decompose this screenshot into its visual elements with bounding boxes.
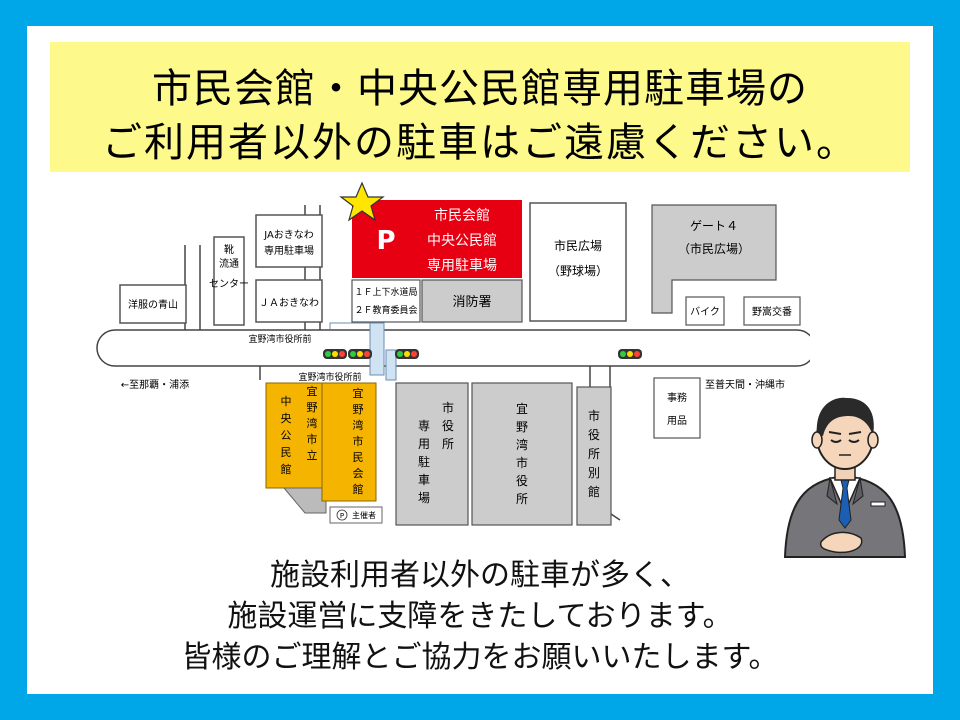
office-supplies-label-2: 用品: [667, 415, 687, 427]
city-hall-front-label-upper: 宜野湾市役所前: [248, 333, 311, 345]
ja-okinawa-label: ＪＡおきなわ: [259, 297, 319, 309]
civic-hall-char: 会: [353, 467, 364, 480]
civic-hall-parking: P 市民会館 中央公民館 専用駐車場: [352, 200, 522, 278]
cityhall-parking-char: 用: [418, 437, 430, 451]
koban-label: 野嵩交番: [752, 305, 792, 318]
city-hall-char: 野: [516, 420, 528, 434]
annex-char: 役: [588, 427, 600, 442]
cityhall-parking-char: 所: [442, 437, 454, 451]
title-line-1: 市民会館・中央公民館専用駐車場の: [152, 66, 808, 112]
ginowan-city-char: 市: [307, 432, 318, 446]
cityhall-parking-char: 車: [418, 473, 430, 487]
city-hall: 宜 野 湾 市 役 所: [471, 382, 573, 526]
civic-hall-char: 館: [353, 482, 364, 496]
traffic-light-icon: [323, 349, 347, 359]
organizer-p-icon: P: [340, 512, 344, 520]
parking-label-1: 市民会館: [434, 207, 490, 224]
cityhall-parking-char: 専: [418, 419, 430, 433]
bike-label: バイク: [690, 306, 720, 318]
notice-line-1: 施設利用者以外の駐車が多く、: [270, 558, 690, 593]
ja-okinawa-parking: JAおきなわ 専用駐車場: [255, 214, 323, 268]
city-hall-char: 宜: [516, 401, 528, 416]
bowing-staff-illustration: [775, 392, 915, 566]
yofuku-aoyama: 洋服の青山: [119, 284, 187, 324]
gate4-label-1: ゲート４: [690, 219, 738, 233]
ginowan-city-char: 宜: [307, 384, 318, 398]
central-hall-char: 中: [281, 395, 292, 408]
fire-station-label: 消防署: [452, 294, 491, 310]
education-board-label: ２Ｆ教育委員会: [354, 304, 417, 316]
ginowan-city-char: 野: [307, 401, 318, 414]
bike-parking: バイク: [685, 296, 725, 326]
title-banner: 市民会館・中央公民館専用駐車場の ご利用者以外の駐車はご遠慮ください。: [50, 42, 910, 172]
parking-map: JAおきなわ 専用駐車場 靴 流通 センター ＪＡおきなわ 洋服の青山 P 市民…: [90, 175, 816, 554]
central-hall-char: 館: [281, 462, 292, 476]
city-hall-front-label-lower: 宜野湾市役所前: [298, 371, 361, 383]
central-hall-char: 公: [281, 429, 292, 442]
parking-p-symbol: P: [376, 226, 395, 256]
location-star-icon: [339, 181, 385, 222]
cityhall-parking-char: 駐: [418, 454, 430, 469]
central-hall-char: 央: [281, 412, 292, 425]
water-bureau-building: １Ｆ上下水道局 ２Ｆ教育委員会: [351, 279, 421, 323]
central-community-hall: 中 央 公 民 館 宜 野 湾 市 立: [265, 382, 323, 489]
city-hall-char: 市: [516, 455, 528, 470]
title-line-2: ご利用者以外の駐車はご遠慮ください。: [102, 120, 858, 166]
traffic-light-icon: [395, 349, 419, 359]
notice-text: 施設利用者以外の駐車が多く、 施設運営に支障をきたしております。 皆様のご理解と…: [50, 555, 910, 678]
annex-char: 館: [588, 484, 600, 499]
water-bureau-label: １Ｆ上下水道局: [354, 286, 417, 298]
notice-line-3: 皆様のご理解とご協力をお願いいたします。: [181, 640, 779, 675]
distribution-center: 靴 流通 センター: [209, 236, 249, 326]
civic-hall-char: 民: [353, 451, 364, 464]
parking-label-2: 中央公民館: [427, 232, 497, 249]
notice-line-2: 施設運営に支障をきたしております。: [227, 599, 733, 634]
ja-parking-label-1: JAおきなわ: [263, 229, 314, 241]
cityhall-parking-char: 市: [442, 400, 454, 415]
civic-hall: 宜 野 湾 市 民 会 館: [321, 382, 377, 502]
pedestrian-bridge: [329, 322, 397, 381]
city-hall-annex: 市 役 所 別 館: [576, 386, 612, 526]
ginowan-city-char: 湾: [307, 416, 318, 430]
to-naha-label: ←至那覇・浦添: [121, 378, 189, 391]
traffic-light-icon: [618, 349, 642, 359]
walkway: [282, 487, 327, 514]
parking-label-3: 専用駐車場: [427, 257, 497, 274]
to-futenma-label: 至普天間・沖縄市: [705, 378, 785, 391]
city-hall-parking: 市 役 所 専 用 駐 車 場: [395, 382, 469, 526]
city-hall-char: 所: [516, 492, 528, 506]
civic-hall-char: 野: [353, 403, 364, 416]
gate-4: ゲート４ （市民広場）: [651, 204, 777, 314]
aoyama-label: 洋服の青山: [128, 298, 178, 311]
nodake-koban: 野嵩交番: [743, 296, 801, 326]
office-supplies-store: 事務 用品: [653, 377, 701, 439]
organizer-parking: P 主催者: [329, 506, 383, 524]
city-hall-char: 役: [516, 473, 528, 488]
city-hall-char: 湾: [516, 437, 528, 452]
distribution-label-1: 流通: [219, 257, 239, 270]
citizen-plaza: 市民広場 （野球場）: [529, 202, 627, 322]
distribution-prefix: 靴: [224, 243, 234, 256]
ginowan-city-char: 立: [307, 448, 318, 462]
annex-char: 市: [588, 408, 600, 423]
ja-parking-label-2: 専用駐車場: [264, 244, 314, 257]
annex-char: 別: [588, 466, 600, 480]
gate4-label-2: （市民広場）: [678, 241, 750, 256]
ja-okinawa-store: ＪＡおきなわ: [255, 279, 323, 323]
cityhall-parking-char: 役: [442, 418, 454, 433]
civic-hall-char: 市: [353, 434, 364, 448]
civic-hall-char: 湾: [353, 418, 364, 432]
organizer-label: 主催者: [352, 510, 376, 520]
fire-station: 消防署: [421, 279, 523, 323]
central-hall-char: 民: [281, 446, 292, 459]
citizen-plaza-label-1: 市民広場: [554, 238, 602, 253]
office-supplies-label-1: 事務: [667, 391, 687, 404]
distribution-label-2: センター: [209, 278, 249, 290]
traffic-light-icon: [348, 349, 372, 359]
annex-char: 所: [588, 447, 600, 461]
citizen-plaza-label-2: （野球場）: [548, 264, 608, 278]
cityhall-parking-char: 場: [418, 491, 430, 505]
civic-hall-char: 宜: [353, 386, 364, 400]
